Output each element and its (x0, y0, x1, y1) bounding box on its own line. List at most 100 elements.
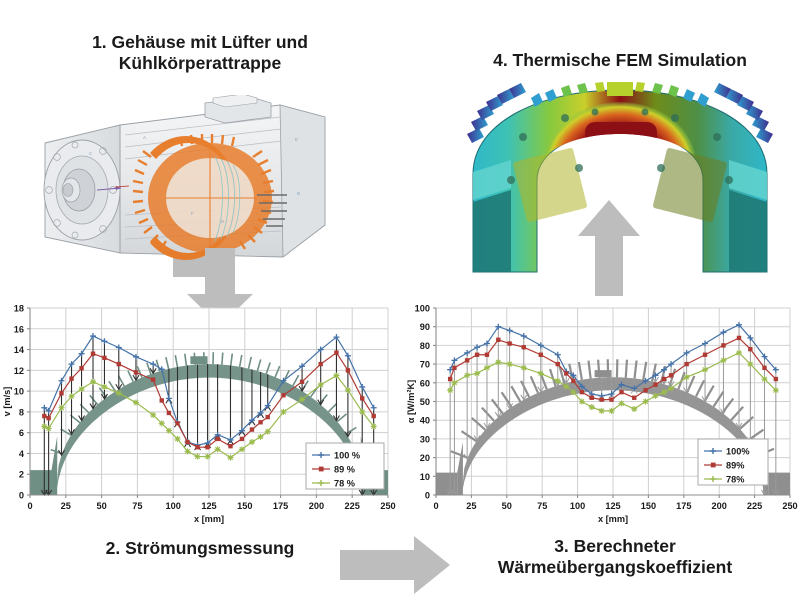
data-point-marker (474, 352, 480, 357)
svg-text:A: A (143, 135, 146, 140)
data-point-marker (772, 366, 779, 373)
data-point-marker (90, 333, 97, 340)
data-point-marker (150, 412, 157, 419)
svg-text:C: C (89, 151, 93, 156)
svg-text:70: 70 (420, 360, 430, 370)
chart-legend: 100 %89 %78 % (305, 442, 385, 490)
svg-text:18: 18 (14, 304, 24, 314)
data-point-marker (447, 366, 454, 373)
series-markers (42, 350, 376, 450)
data-point-marker (506, 361, 513, 368)
step3-title-line2: Wärmeübergangskoeffizient (497, 557, 733, 578)
data-point-marker (652, 392, 659, 399)
data-point-marker (41, 404, 48, 411)
svg-text:250: 250 (380, 501, 395, 511)
series-markers (447, 335, 779, 402)
svg-text:90: 90 (420, 322, 430, 332)
data-point-marker (474, 344, 481, 351)
data-point-marker (214, 446, 221, 453)
legend-label: 100% (726, 446, 750, 456)
data-point-marker (642, 377, 649, 384)
data-point-marker (747, 334, 754, 341)
fem-thermal-simulation (445, 82, 795, 277)
data-point-marker (228, 443, 233, 449)
data-point-marker (570, 389, 577, 396)
data-point-marker (58, 404, 65, 411)
data-point-marker (589, 395, 594, 400)
data-point-marker (239, 436, 245, 442)
data-point-marker (132, 353, 139, 360)
data-point-marker (344, 352, 351, 359)
data-point-marker (668, 385, 675, 392)
svg-text:250: 250 (782, 501, 797, 511)
motor-flange (43, 124, 130, 254)
data-point-marker (608, 407, 615, 414)
svg-text:D: D (221, 219, 225, 224)
data-point-marker (194, 453, 201, 460)
svg-text:60: 60 (420, 378, 430, 388)
data-point-marker (280, 377, 287, 384)
data-point-marker (90, 351, 96, 356)
svg-text:100: 100 (166, 501, 181, 511)
data-point-marker (317, 381, 324, 388)
data-point-marker (632, 395, 637, 400)
svg-text:100: 100 (415, 304, 430, 314)
data-point-marker (720, 357, 727, 364)
svg-text:E: E (295, 137, 298, 142)
data-point-marker (249, 427, 255, 432)
series-markers (447, 349, 779, 414)
svg-text:20: 20 (420, 453, 430, 463)
data-point-marker (58, 377, 65, 384)
data-point-marker (660, 366, 667, 373)
svg-text:50: 50 (502, 501, 512, 511)
svg-text:200: 200 (712, 501, 727, 511)
data-point-marker (451, 379, 458, 386)
data-point-marker (773, 376, 779, 382)
data-point-marker (599, 397, 604, 402)
svg-text:30: 30 (420, 434, 430, 444)
data-point-marker (175, 421, 180, 426)
data-point-marker (195, 445, 200, 450)
data-point-marker (464, 372, 471, 379)
data-point-marker (452, 365, 457, 371)
legend-label: 78 % (334, 478, 355, 488)
data-point-marker (464, 358, 470, 363)
data-point-marker (736, 349, 743, 356)
data-point-marker (264, 402, 271, 409)
data-point-marker (578, 398, 585, 405)
svg-text:40: 40 (420, 416, 430, 426)
data-point-marker (642, 398, 649, 405)
svg-text:16: 16 (14, 324, 24, 334)
svg-text:75: 75 (132, 501, 142, 511)
data-point-marker (115, 344, 122, 351)
data-point-marker (736, 335, 742, 341)
step1-title-line1: 1. Gehäuse mit Lüfter und (92, 32, 308, 52)
data-point-marker (133, 370, 139, 375)
svg-text:50: 50 (96, 501, 106, 511)
data-point-marker (761, 353, 768, 360)
data-point-marker (215, 436, 220, 442)
data-point-marker (660, 389, 667, 396)
data-point-marker (631, 385, 638, 392)
svg-text:10: 10 (420, 472, 430, 482)
data-point-marker (761, 376, 768, 383)
data-point-marker (538, 352, 543, 357)
svg-text:14: 14 (14, 345, 25, 355)
data-point-marker (248, 439, 255, 446)
data-point-marker (537, 342, 544, 349)
fin-teeth (531, 82, 709, 107)
data-point-marker (132, 399, 139, 406)
data-point-marker (598, 407, 605, 414)
data-point-marker (631, 405, 638, 412)
svg-text:80: 80 (420, 341, 430, 351)
data-point-marker (184, 448, 191, 455)
data-point-marker (772, 387, 779, 394)
data-point-marker (90, 378, 97, 385)
data-point-marker (668, 373, 674, 378)
data-point-marker (68, 361, 75, 368)
data-point-marker (748, 346, 753, 352)
data-point-marker (495, 359, 502, 366)
chart-legend: 100%89%78% (697, 438, 769, 486)
x-axis-label: x [mm] (194, 514, 224, 524)
